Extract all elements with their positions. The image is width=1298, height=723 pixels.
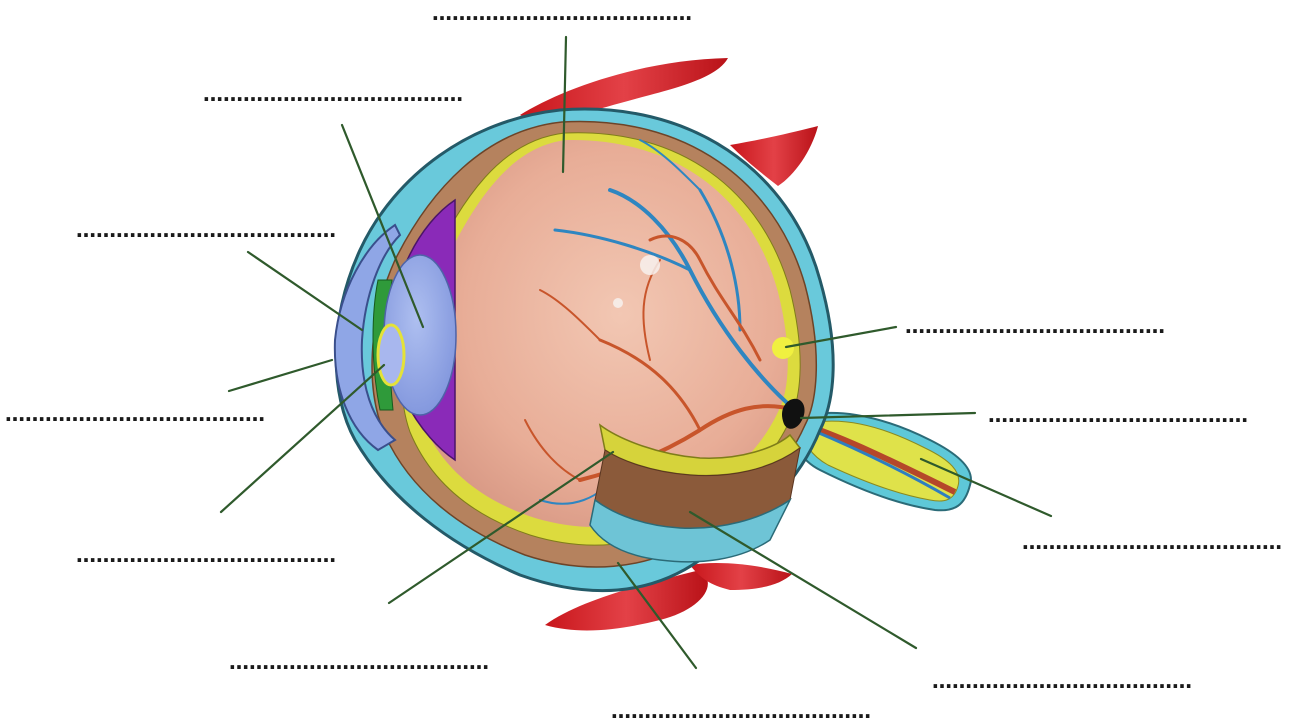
pupil (378, 325, 404, 385)
blank-label-upper-left[interactable]: ………………………………… (203, 83, 463, 105)
blank-label-left-2[interactable]: ………………………………… (5, 403, 265, 425)
blank-label-top[interactable]: ………………………………… (432, 2, 692, 24)
blank-label-bottom-left[interactable]: ………………………………… (229, 651, 489, 673)
blank-label-bottom-center[interactable]: ………………………………… (611, 704, 871, 720)
blank-label-bottom-right[interactable]: ………………………………… (932, 670, 1192, 692)
blank-label-left-3[interactable]: ………………………………… (76, 544, 336, 566)
blank-label-left-1[interactable]: ………………………………… (76, 219, 336, 241)
blank-label-right-1[interactable]: ………………………………… (905, 315, 1165, 337)
blank-label-right-3[interactable]: ………………………………… (1022, 531, 1282, 553)
leader-left-2 (229, 360, 332, 391)
blank-label-right-2[interactable]: ………………………………… (988, 404, 1248, 426)
macula (772, 337, 794, 359)
